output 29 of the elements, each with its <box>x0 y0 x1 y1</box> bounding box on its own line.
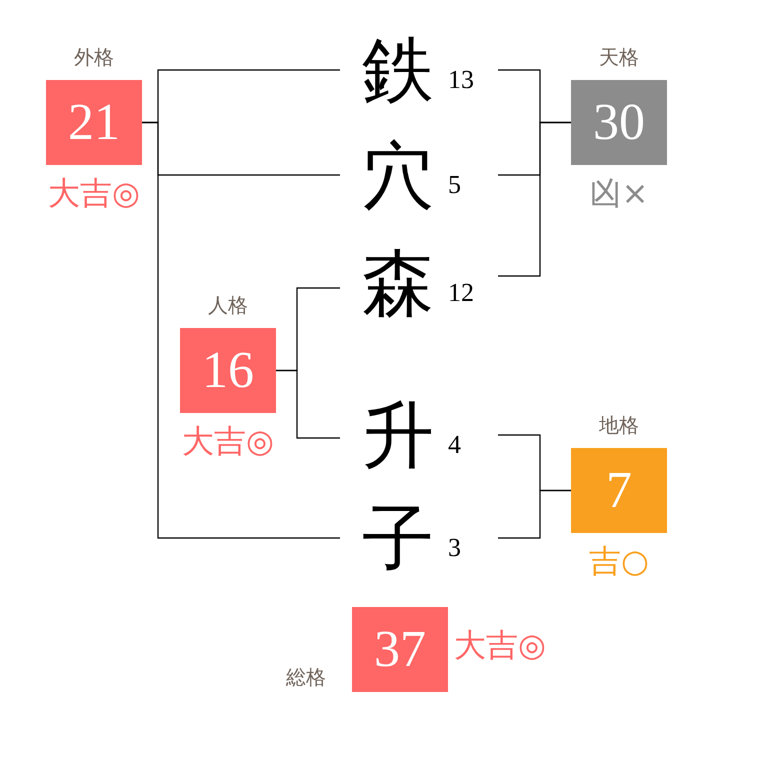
bracket-line <box>142 122 340 539</box>
fortune-label: 大吉◎ <box>48 173 140 213</box>
stroke-count: 12 <box>448 278 474 308</box>
bracket-line <box>498 122 571 277</box>
name-character: 森 <box>362 241 434 325</box>
heading-label: 人格 <box>208 292 248 318</box>
stroke-count: 13 <box>448 65 474 95</box>
heading-label: 外格 <box>74 44 114 70</box>
stroke-count: 3 <box>448 533 461 563</box>
heading-label: 総格 <box>286 664 326 690</box>
stroke-count: 5 <box>448 170 461 200</box>
fortune-label: 大吉◎ <box>454 625 546 665</box>
heading-label: 天格 <box>599 44 639 70</box>
score-box: 30 <box>571 80 667 165</box>
name-character: 穴 <box>362 133 434 217</box>
score-box: 7 <box>571 448 667 533</box>
score-box: 21 <box>46 80 142 165</box>
fortune-label: 吉○ <box>589 541 649 581</box>
name-character: 子 <box>362 496 434 580</box>
score-box: 16 <box>180 328 276 413</box>
bracket-line <box>498 490 571 539</box>
bracket-line <box>276 370 340 439</box>
score-box: 37 <box>352 607 448 692</box>
fortune-label: 大吉◎ <box>182 421 274 461</box>
name-character: 升 <box>362 393 434 477</box>
name-character: 鉄 <box>362 28 434 112</box>
fortune-label: 凶× <box>590 173 648 213</box>
heading-label: 地格 <box>599 412 639 438</box>
stroke-count: 4 <box>448 430 461 460</box>
